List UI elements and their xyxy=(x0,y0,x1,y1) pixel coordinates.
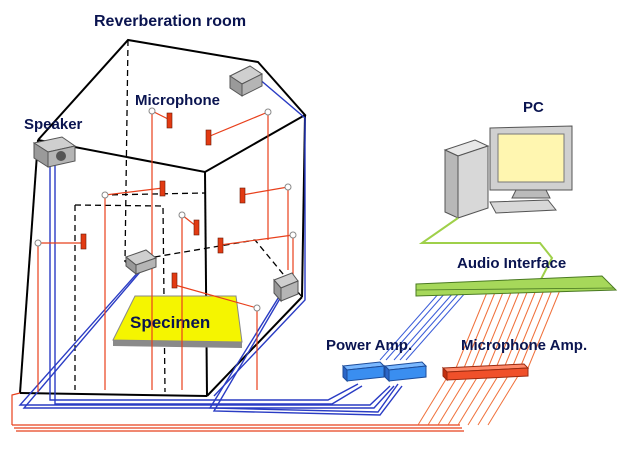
microphone-amp: Microphone Amp. xyxy=(441,337,587,382)
microphone-icon xyxy=(193,219,200,236)
microphone-wires xyxy=(11,110,464,432)
power-amp-wires xyxy=(379,291,467,361)
microphone-icon xyxy=(166,112,173,129)
monitor-screen xyxy=(497,133,565,183)
speaker-top-right xyxy=(229,65,263,97)
room-edge-front xyxy=(204,171,208,397)
power-amp-label: Power Amp. xyxy=(326,337,412,354)
room-bottom-right xyxy=(206,296,303,397)
room-back-top xyxy=(101,192,206,196)
pc-link xyxy=(418,217,554,286)
microphone-icon xyxy=(171,272,178,289)
microphone-icon xyxy=(80,233,87,250)
microphone-amp-label: Microphone Amp. xyxy=(461,337,587,354)
microphone-icon xyxy=(159,180,166,197)
microphone-icon xyxy=(217,237,224,254)
speaker-wires xyxy=(18,77,403,416)
wire-nodes xyxy=(34,107,297,312)
room-edge-left xyxy=(19,139,39,394)
room-title: Reverberation room xyxy=(94,13,246,30)
room-top xyxy=(37,38,307,174)
speaker-cone-icon xyxy=(56,151,66,161)
pc: PC xyxy=(443,99,573,219)
audio-interface-label: Audio Interface xyxy=(457,255,566,272)
microphones xyxy=(80,112,246,289)
microphone-icon xyxy=(239,187,246,204)
speaker-label: Speaker xyxy=(24,116,83,133)
microphone-label: Microphone xyxy=(135,92,220,109)
power-amp: Power Amp. xyxy=(326,337,428,383)
speaker-floor-right xyxy=(273,272,299,303)
speaker-floor-back xyxy=(124,249,158,276)
audio-interface: Audio Interface xyxy=(415,255,618,297)
room-back-edge xyxy=(124,39,129,263)
specimen-top xyxy=(112,295,243,343)
pc-label: PC xyxy=(523,99,544,116)
keyboard xyxy=(489,199,558,214)
mic-amp-wires xyxy=(417,289,561,426)
microphone-icon xyxy=(205,129,212,146)
specimen: Specimen xyxy=(112,295,243,348)
room-bottom-front xyxy=(19,392,208,397)
speaker-top-left xyxy=(32,136,77,168)
specimen-label: Specimen xyxy=(130,313,210,332)
